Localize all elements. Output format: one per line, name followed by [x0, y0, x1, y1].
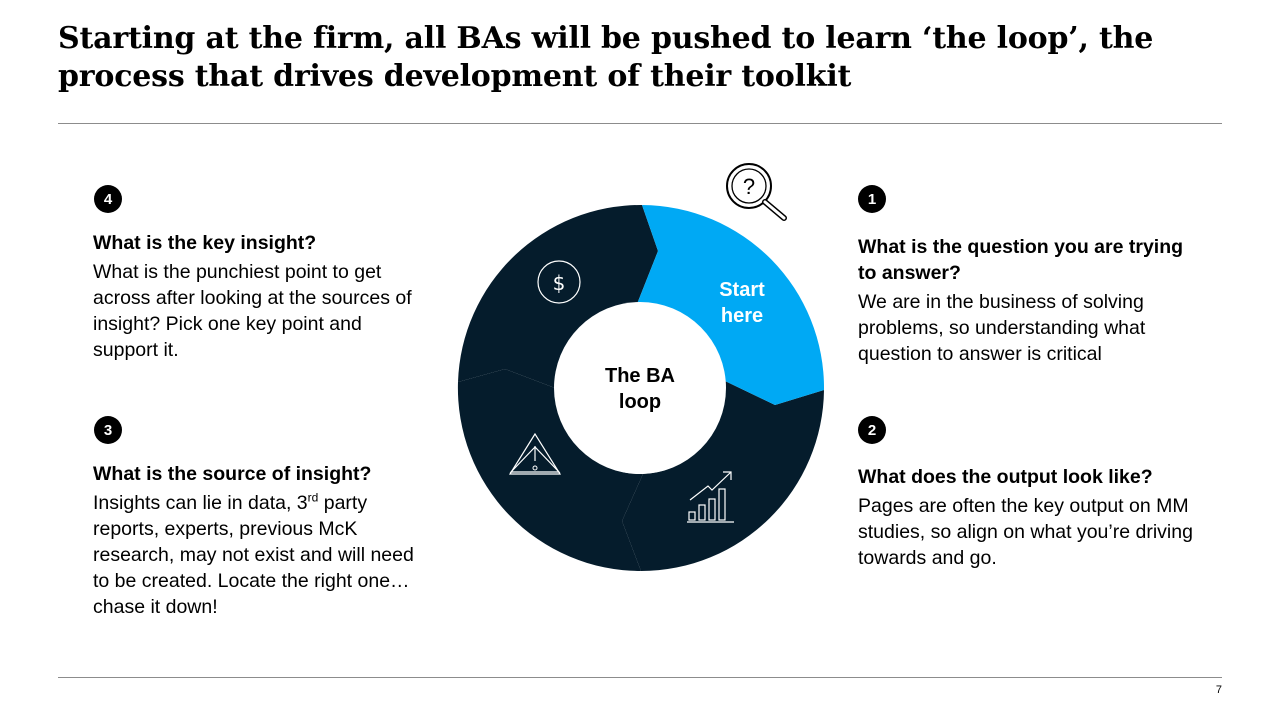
- start-label-line1: Start: [719, 279, 765, 301]
- step-3-heading: What is the source of insight?: [93, 463, 372, 485]
- top-divider: [58, 123, 1222, 124]
- step-4-badge: 4: [94, 185, 122, 213]
- step-4-body: What is the punchiest point to get acros…: [93, 261, 412, 361]
- step-4-block: What is the key insight? What is the pun…: [93, 230, 423, 363]
- page-title: Starting at the firm, all BAs will be pu…: [58, 21, 1154, 94]
- ba-loop-diagram: The BA loop Start here ? $: [440, 150, 840, 590]
- ba-loop-svg: The BA loop Start here ? $: [457, 163, 825, 571]
- step-1-block: What is the question you are trying to a…: [858, 234, 1198, 367]
- center-label-line1: The BA: [605, 365, 675, 387]
- center-label-line2: loop: [619, 391, 661, 413]
- step-1-heading: What is the question you are trying to a…: [858, 236, 1184, 284]
- magnifier-question-icon: ?: [726, 163, 787, 221]
- step-2-heading: What does the output look like?: [858, 466, 1153, 488]
- warning-icon: [508, 432, 562, 475]
- loop-segment-insight: [458, 204, 658, 388]
- step-1-body: We are in the business of solving proble…: [858, 291, 1146, 365]
- loop-segment-source: [457, 369, 643, 571]
- svg-text:?: ?: [743, 174, 755, 199]
- page-number: 7: [1215, 684, 1222, 696]
- step-2-body: Pages are often the key output on MM stu…: [858, 495, 1193, 569]
- loop-segment-question[interactable]: [637, 205, 825, 405]
- step-2-badge: 2: [858, 416, 886, 444]
- loop-center: [554, 302, 726, 474]
- step-2-block: What does the output look like? Pages ar…: [858, 464, 1198, 571]
- growth-chart-icon: [687, 471, 734, 523]
- step-4-heading: What is the key insight?: [93, 232, 317, 254]
- step-1-badge: 1: [858, 185, 886, 213]
- step-3-badge: 3: [94, 416, 122, 444]
- dollar-icon: $: [537, 260, 581, 304]
- start-label-line2: here: [721, 305, 763, 327]
- svg-text:$: $: [553, 271, 566, 295]
- step-3-block: What is the source of insight? Insights …: [93, 461, 423, 620]
- bottom-divider: [58, 677, 1222, 678]
- loop-segment-output: [622, 381, 824, 571]
- step-3-body: Insights can lie in data, 3rd party repo…: [93, 490, 414, 619]
